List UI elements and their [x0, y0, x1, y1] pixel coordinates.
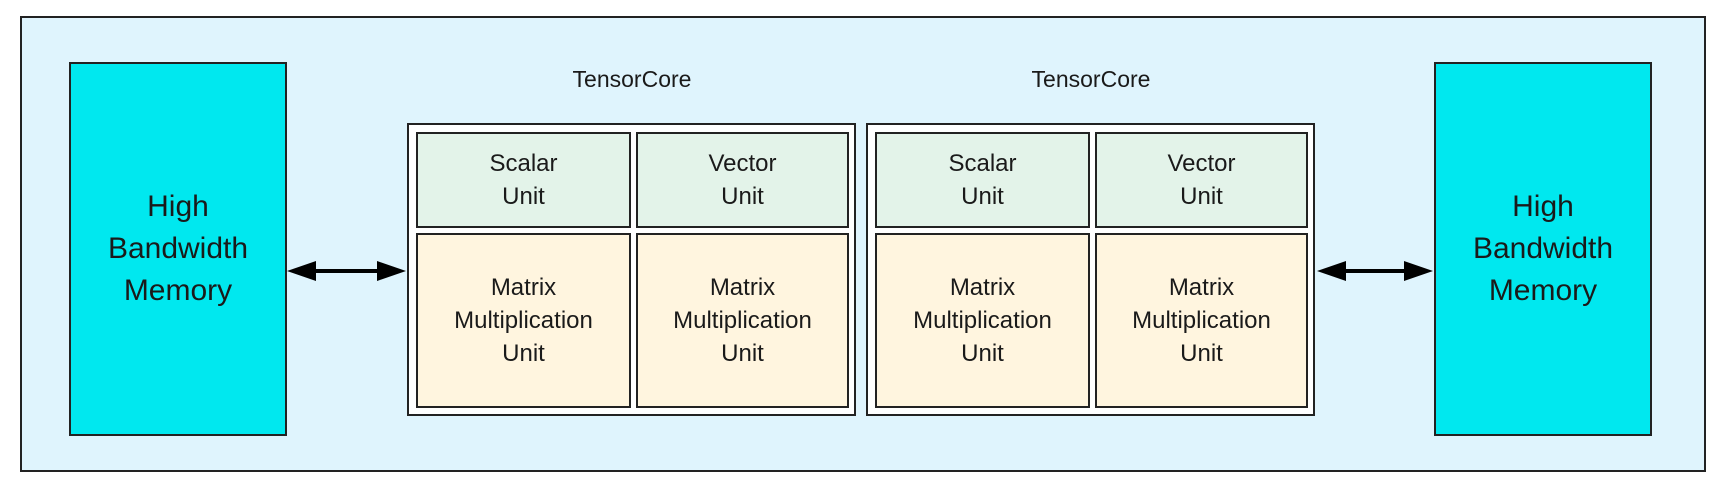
tensorcore-2: Scalar Unit Vector Unit Matrix Multiplic… [866, 123, 1315, 416]
vector-unit-label: Vector Unit [1167, 150, 1236, 210]
tensorcore-1-matrix-unit-a: Matrix Multiplication Unit [416, 233, 631, 408]
matrix-unit-label: Matrix Multiplication Unit [913, 274, 1052, 367]
tensorcore-1-vector-unit: Vector Unit [636, 132, 849, 228]
matrix-unit-label: Matrix Multiplication Unit [673, 274, 812, 367]
arrow-hbm-left-to-tensorcore-1 [287, 261, 406, 281]
tensorcore-2-matrix-unit-a: Matrix Multiplication Unit [875, 233, 1090, 408]
diagram-frame [20, 16, 1706, 472]
tensorcore-2-matrix-unit-b: Matrix Multiplication Unit [1095, 233, 1308, 408]
vector-unit-label: Vector Unit [708, 150, 777, 210]
tensorcore-2-scalar-unit: Scalar Unit [875, 132, 1090, 228]
matrix-unit-label: Matrix Multiplication Unit [454, 274, 593, 367]
tensorcore-1-matrix-unit-b: Matrix Multiplication Unit [636, 233, 849, 408]
hbm-left-label: High Bandwidth Memory [107, 190, 249, 307]
scalar-unit-label: Scalar Unit [948, 150, 1017, 210]
matrix-unit-label: Matrix Multiplication Unit [1132, 274, 1271, 367]
hbm-right-label: High Bandwidth Memory [1472, 190, 1614, 307]
hbm-left-block: High Bandwidth Memory [69, 62, 287, 436]
scalar-unit-label: Scalar Unit [489, 150, 558, 210]
tensorcore-1-title: TensorCore [572, 66, 692, 92]
tensorcore-1-scalar-unit: Scalar Unit [416, 132, 631, 228]
tensorcore-2-title: TensorCore [1031, 66, 1151, 92]
hbm-right-block: High Bandwidth Memory [1434, 62, 1652, 436]
arrow-tensorcore-2-to-hbm-right [1317, 261, 1433, 281]
tensorcore-1: Scalar Unit Vector Unit Matrix Multiplic… [407, 123, 856, 416]
tensorcore-2-vector-unit: Vector Unit [1095, 132, 1308, 228]
